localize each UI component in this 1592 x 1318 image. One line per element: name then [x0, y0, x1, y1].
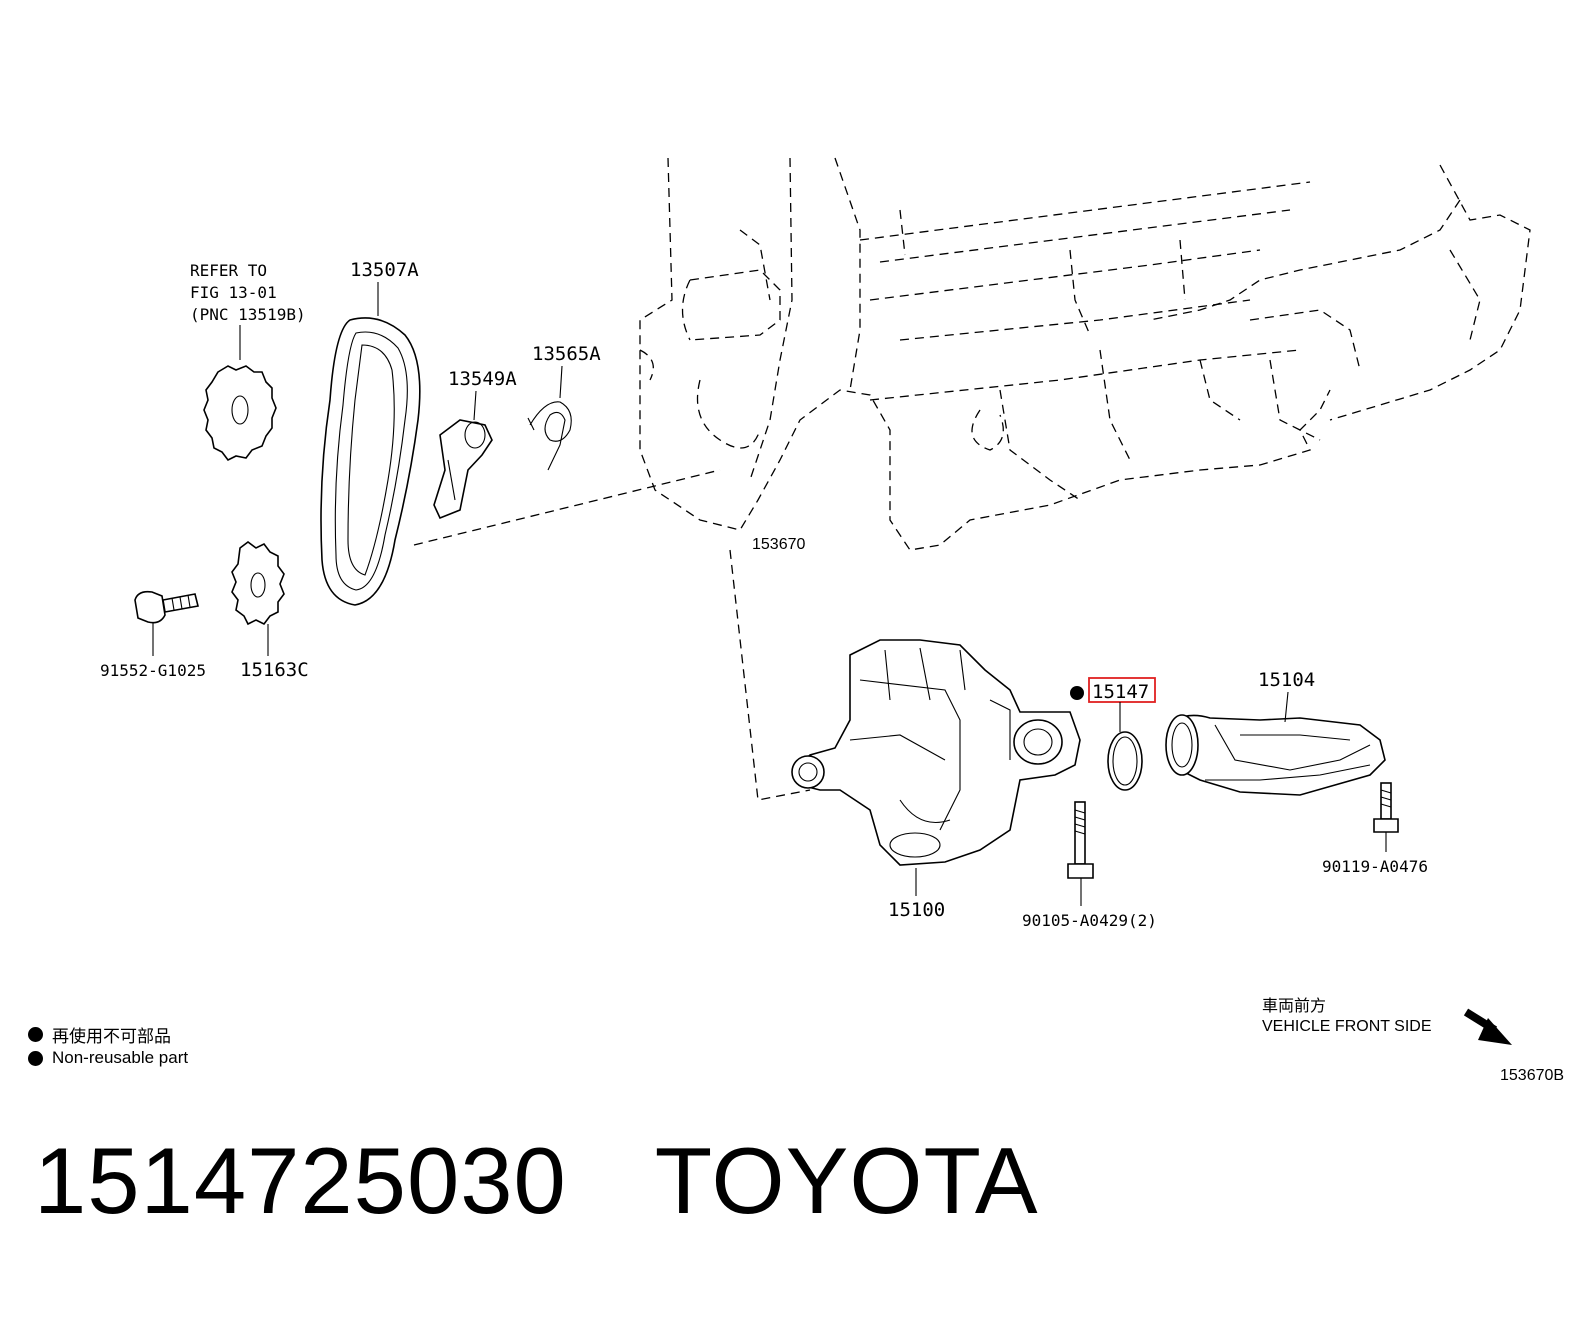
label-bolt-left: 91552-G1025	[100, 661, 206, 680]
brand-name: TOYOTA	[654, 1128, 1039, 1233]
legend-en-text: Non-reusable part	[52, 1048, 189, 1067]
tensioner-arm	[433, 419, 493, 520]
part-number: 1514725030	[34, 1128, 567, 1233]
oil-strainer	[1165, 714, 1386, 796]
figure-id: 153670B	[1500, 1067, 1564, 1084]
label-chain: 13507A	[350, 259, 419, 281]
bullet-icon	[28, 1027, 43, 1042]
label-bolt-long: 90105-A0429(2)	[1022, 911, 1157, 930]
bolt-long	[1067, 801, 1094, 879]
legend-jp-text: 再使用不可部品	[52, 1027, 171, 1046]
front-side-en: VEHICLE FRONT SIDE	[1262, 1018, 1432, 1035]
oil-pump	[791, 639, 1081, 866]
label-oil-pump: 15100	[888, 899, 945, 921]
label-spring: 13565A	[532, 343, 601, 365]
front-side-jp: 車両前方	[1262, 997, 1326, 1015]
label-tensioner-arm: 13549A	[448, 368, 517, 390]
label-bolt-right: 90119-A0476	[1322, 857, 1428, 876]
lower-sprocket	[231, 541, 285, 626]
bolt-left	[134, 590, 199, 624]
label-gasket: 15147	[1092, 681, 1149, 703]
engine-block-outline	[639, 157, 1531, 551]
label-engine-block: 153670	[752, 536, 805, 553]
refer-note-line2: FIG 13-01	[190, 283, 277, 302]
refer-note-line3: (PNC 13519B)	[190, 305, 306, 324]
tensioner-leader	[473, 390, 477, 421]
front-arrow-icon	[1463, 1008, 1512, 1045]
timing-chain	[320, 317, 421, 606]
legend-row-jp: 再使用不可部品	[28, 1022, 171, 1047]
refer-note-line1: REFER TO	[190, 261, 267, 280]
label-sprocket-gear: 15163C	[240, 659, 309, 681]
bolt-right	[1373, 782, 1399, 833]
upper-sprocket	[203, 365, 277, 462]
leader-block-left	[413, 469, 721, 546]
spring-leader	[559, 365, 563, 399]
leader-pump	[729, 549, 811, 801]
gasket-highlight-box	[1088, 677, 1156, 703]
bullet-icon	[28, 1050, 43, 1066]
legend-row-en: Non-reusable part	[28, 1048, 188, 1068]
tensioner-spring	[527, 401, 572, 471]
gasket-ring	[1107, 731, 1143, 791]
label-strainer: 15104	[1258, 669, 1315, 691]
non-reusable-marker	[1070, 686, 1084, 700]
strainer-leader	[1284, 691, 1289, 723]
